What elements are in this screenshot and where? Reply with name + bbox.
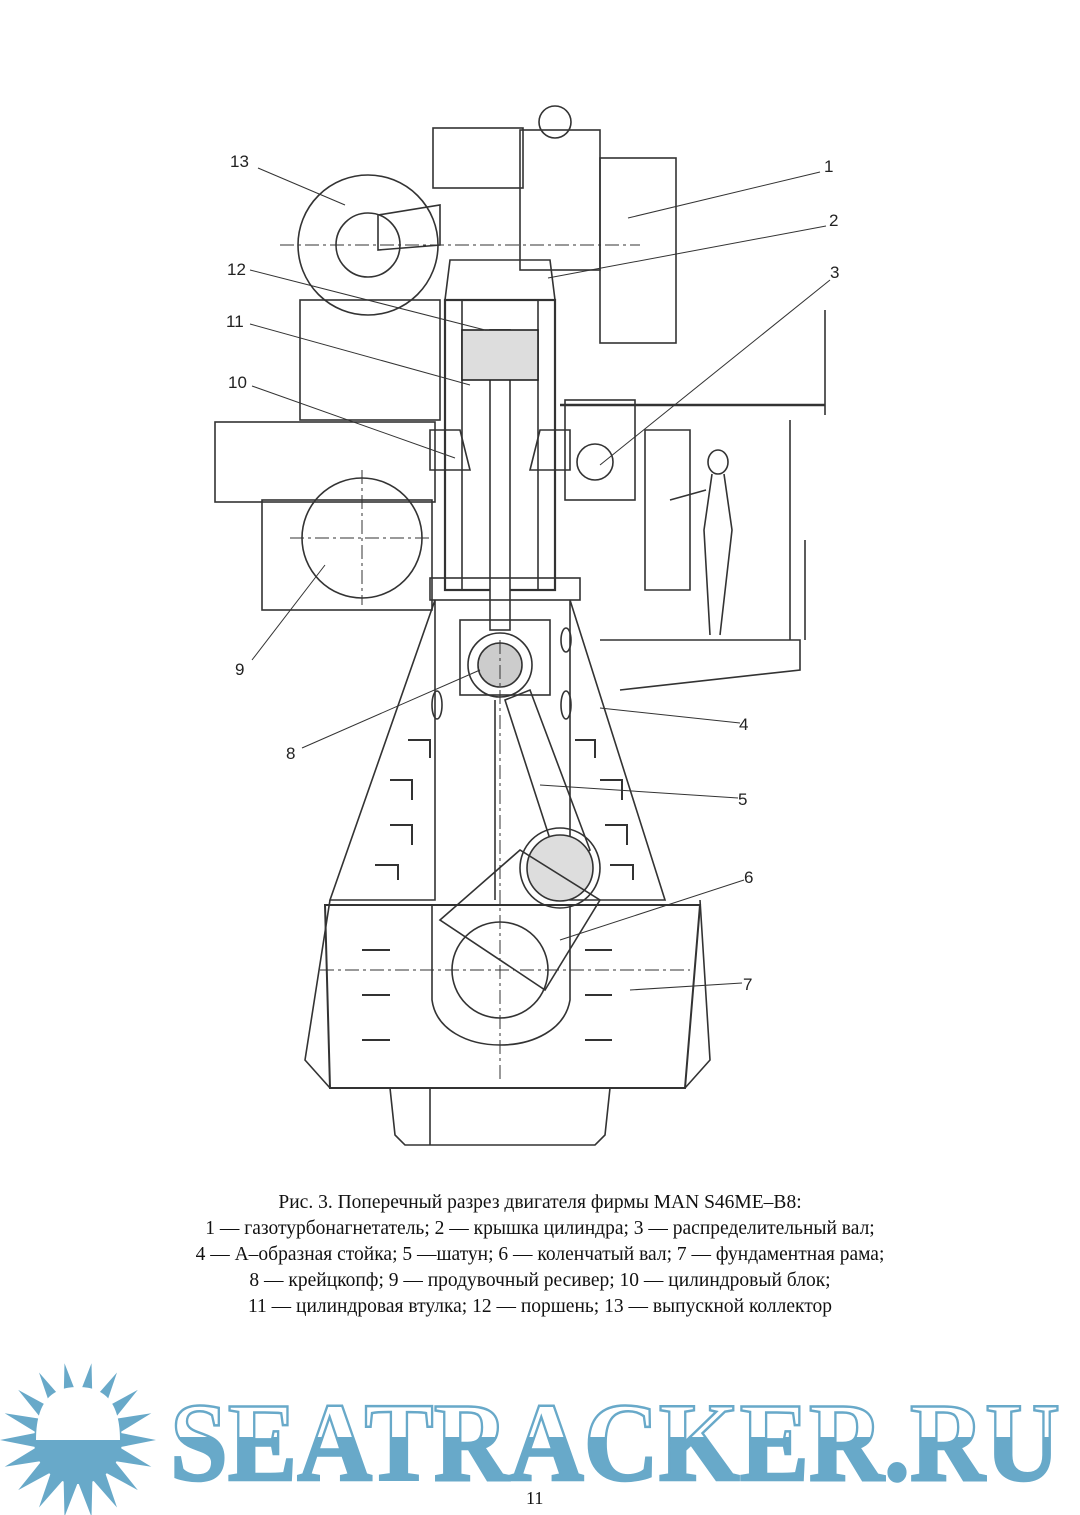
- watermark-text: SEATRACKER.RU: [170, 1381, 1060, 1505]
- label-9: 9: [235, 660, 244, 679]
- label-8: 8: [286, 744, 295, 763]
- caption-line: 8 — крейцкопф; 9 — продувочный ресивер; …: [249, 1270, 831, 1291]
- label-13: 13: [230, 152, 249, 171]
- caption-line: 1 — газотурбонагнетатель; 2 — крышка цил…: [205, 1218, 875, 1239]
- label-4: 4: [739, 715, 748, 734]
- label-3: 3: [830, 263, 839, 282]
- caption-line: 11 — цилиндровая втулка; 12 — поршень; 1…: [247, 1296, 833, 1317]
- page-number: 11: [526, 1488, 544, 1508]
- label-2: 2: [829, 211, 838, 230]
- label-6: 6: [744, 868, 753, 887]
- sun-icon: [0, 1363, 156, 1515]
- label-11: 11: [226, 312, 244, 331]
- label-10: 10: [228, 373, 247, 392]
- label-1: 1: [824, 157, 833, 176]
- caption-line: 4 — А–образная стойка; 5 —шатун; 6 — кол…: [195, 1244, 885, 1265]
- figure-caption: Рис. 3. Поперечный разрез двигателя фирм…: [0, 1190, 1080, 1320]
- caption-title: Рис. 3. Поперечный разрез двигателя фирм…: [278, 1192, 802, 1213]
- seatracker-watermark-logo: SEATRACKER.RU: [0, 1363, 1061, 1515]
- label-5: 5: [738, 790, 747, 809]
- label-12: 12: [227, 260, 246, 279]
- engine-cross-section-drawing: 1 2 3 4 5 6 7 8 9 10 11 12 13: [214, 105, 839, 1146]
- label-7: 7: [743, 975, 752, 994]
